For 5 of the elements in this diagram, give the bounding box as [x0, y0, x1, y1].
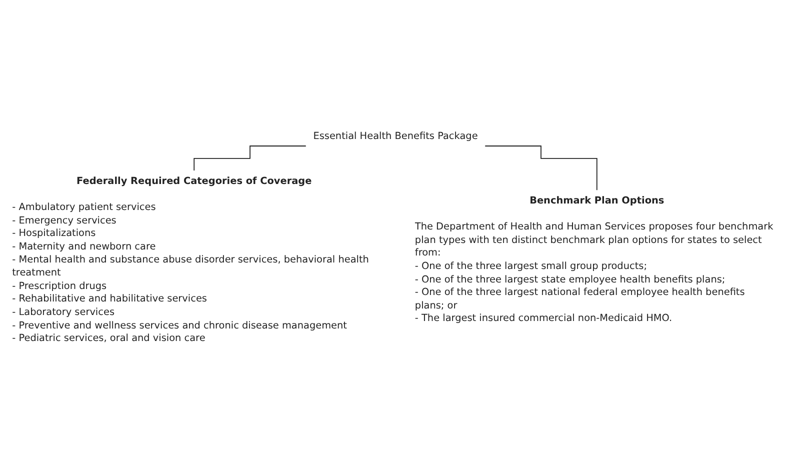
- node-text: Benchmark Plan Options The Department of Health and Human Services proposes four benchmark plan types with ten distinct benchmark plan options for states to select from: - One of the three largest small group products; - One of the three largest state employee health benefits plans; - One of the three largest national federal employee health benefits plans; or - The largest insured commercial non-Medicaid HMO.: [414, 194, 774, 324]
- node-text: Federally Required Categories of Coverage - Ambulatory patient services - Emergency services - Hospitalizations - Maternity and newborn care - Mental health and substance abuse disorder services, behavioral health treatment - Prescription drugs - Rehabilitative and habilitative services - Laboratory services - Preventive and wellness services and chronic disease management - Pediatric services, oral and vision care: [12, 174, 369, 344]
- connector: [484, 146, 598, 191]
- connector: [194, 146, 306, 171]
- node-text: Essential Health Benefits Package: [313, 130, 478, 142]
